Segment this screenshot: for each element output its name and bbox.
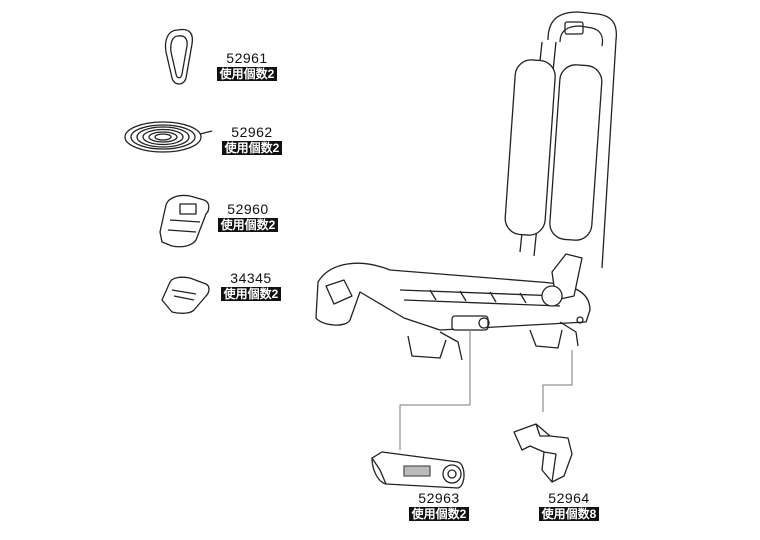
carabiner-icon	[164, 28, 194, 85]
part-number: 52960	[227, 201, 269, 217]
mounting-clip-icon	[513, 423, 573, 483]
strap-buckle-icon	[159, 194, 210, 248]
lock-knob-cover-icon	[371, 451, 465, 489]
part-number: 52962	[231, 124, 273, 140]
coiled-strap-icon	[124, 121, 213, 153]
part-52964: 52964 使用個数8	[533, 491, 605, 523]
part-52963: 52963 使用個数2	[403, 491, 475, 523]
part-number: 52961	[226, 50, 268, 66]
quantity-badge: 使用個数2	[221, 141, 283, 155]
kayak-carrier-icon	[315, 11, 618, 361]
part-52960: 52960 使用個数2	[213, 202, 283, 234]
part-number: 52964	[548, 490, 590, 506]
buckle-cover-icon	[161, 276, 210, 314]
quantity-badge: 使用個数8	[538, 507, 600, 521]
quantity-badge: 使用個数2	[408, 507, 470, 521]
quantity-badge: 使用個数2	[220, 287, 282, 301]
quantity-badge: 使用個数2	[216, 67, 278, 81]
part-52962: 52962 使用個数2	[217, 125, 287, 157]
part-number: 34345	[230, 270, 272, 286]
part-number: 52963	[418, 490, 460, 506]
part-34345: 34345 使用個数2	[216, 271, 286, 303]
leader-lines	[399, 330, 573, 450]
quantity-badge: 使用個数2	[217, 218, 279, 232]
part-52961: 52961 使用個数2	[212, 51, 282, 83]
